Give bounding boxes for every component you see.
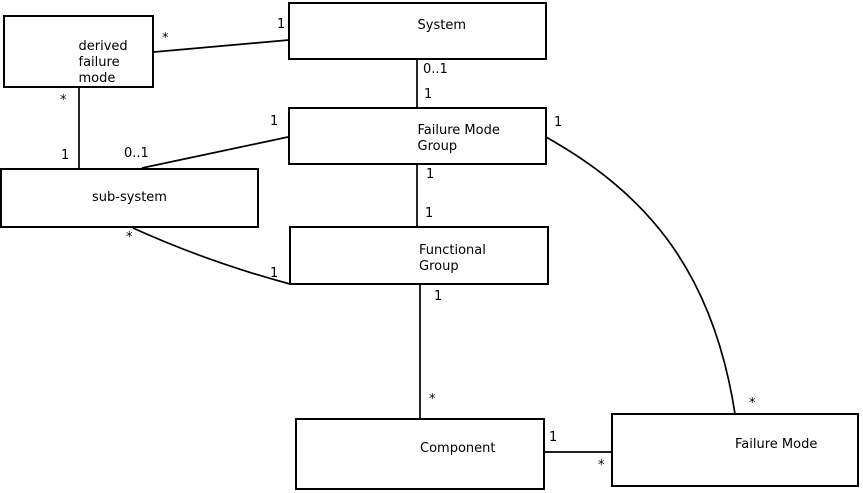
- entity-component-label: Component: [420, 441, 496, 456]
- mult-derived-failure-mode-sub-system-near-source: *: [60, 93, 67, 108]
- edge-failure-mode-group-failure-mode: [545, 136, 736, 415]
- mult-failure-mode-group-functional-group-near-source: 1: [426, 167, 435, 182]
- edge-sub-system-failure-mode-group: [141, 136, 289, 169]
- mult-sub-system-functional-group-near-target: 1: [270, 266, 279, 281]
- mult-failure-mode-group-functional-group-near-target: 1: [425, 206, 434, 221]
- mult-failure-mode-group-failure-mode-near-target: *: [749, 396, 756, 411]
- mult-derived-failure-mode-system-near-target: 1: [277, 17, 286, 32]
- entity-system-label: System: [417, 18, 466, 33]
- mult-sub-system-failure-mode-group-near-source: 0..1: [124, 146, 149, 161]
- entity-sub-system: sub-system: [0, 168, 259, 228]
- entity-failure-mode: Failure Mode: [611, 413, 859, 487]
- entity-derived-failure-mode-label: derived failure mode: [78, 38, 128, 86]
- entity-system: System: [288, 2, 547, 60]
- entity-failure-mode-group-label: Failure Mode Group: [417, 123, 500, 154]
- entity-functional-group: Functional Group: [289, 226, 549, 285]
- entity-sub-system-label: sub-system: [92, 190, 167, 205]
- mult-functional-group-component-near-target: *: [429, 392, 436, 407]
- mult-system-failure-mode-group-near-target: 1: [424, 87, 433, 102]
- mult-functional-group-component-near-source: 1: [434, 289, 443, 304]
- entity-component: Component: [295, 418, 545, 490]
- edge-derived-failure-mode-system: [153, 39, 290, 53]
- mult-sub-system-functional-group-near-source: *: [126, 230, 133, 245]
- entity-failure-mode-group: Failure Mode Group: [288, 107, 547, 165]
- mult-failure-mode-group-failure-mode-near-source: 1: [554, 115, 563, 130]
- mult-sub-system-failure-mode-group-near-target: 1: [270, 114, 279, 129]
- entity-derived-failure-mode: derived failure mode: [3, 15, 154, 88]
- edge-sub-system-functional-group: [132, 227, 291, 285]
- mult-derived-failure-mode-sub-system-near-target: 1: [61, 148, 70, 163]
- mult-system-failure-mode-group-near-source: 0..1: [423, 62, 448, 77]
- mult-derived-failure-mode-system-near-source: *: [162, 31, 169, 46]
- mult-component-failure-mode-near-target: *: [598, 458, 605, 473]
- entity-failure-mode-label: Failure Mode: [735, 437, 818, 452]
- entity-functional-group-label: Functional Group: [419, 242, 486, 274]
- mult-component-failure-mode-near-source: 1: [549, 430, 558, 445]
